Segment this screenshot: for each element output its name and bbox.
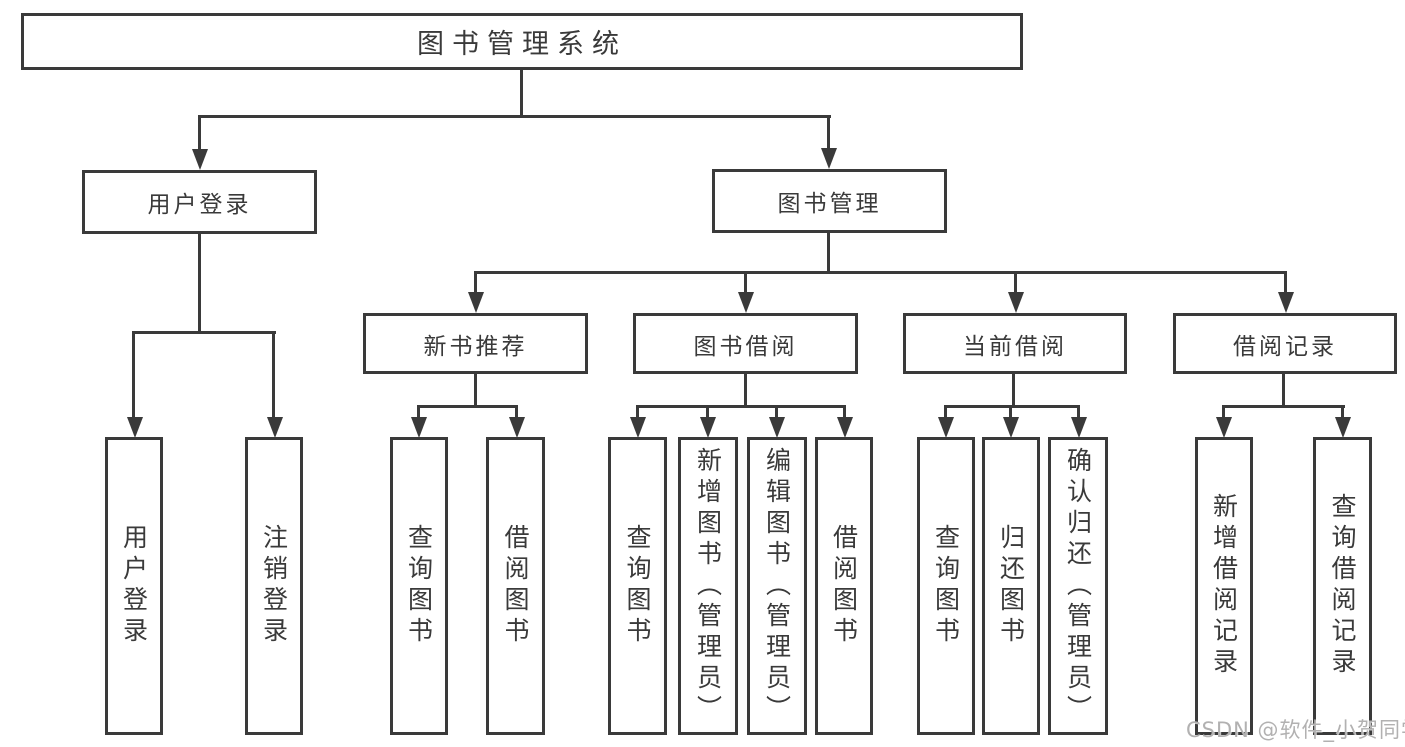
edge-user-login-bus: [132, 331, 276, 334]
node-label: 图书管理: [777, 191, 882, 217]
arrowhead-leaf: [630, 417, 646, 438]
arrowhead-leaf: [1071, 417, 1087, 438]
arrowhead-leaf: [1003, 417, 1019, 438]
edge-stem-leaf: [1222, 405, 1225, 420]
leaf-confirm-return-admin: 确认归还（管理员）: [1048, 437, 1108, 735]
edge-newbook-stem: [474, 374, 477, 408]
edge-stem-leaf-user-login: [132, 331, 135, 419]
leaf-borrow-books: 借阅图书: [815, 437, 873, 735]
node-label: 新书推荐: [423, 333, 528, 360]
leaf-label: 新增图书（管理员）: [693, 446, 723, 726]
leaf-return-books: 归还图书: [982, 437, 1040, 735]
leaf-label: 用户登录: [119, 524, 149, 648]
arrowhead-current-borrow: [1008, 292, 1024, 313]
leaf-user-login: 用户登录: [105, 437, 163, 735]
edge-newbook-bus: [417, 405, 518, 408]
arrowhead-leaf: [700, 417, 716, 438]
arrowhead-borrow-records: [1278, 292, 1294, 313]
edge-book-management-stem: [827, 233, 830, 274]
leaf-label: 查询借阅记录: [1328, 493, 1357, 679]
edge-stem-current-borrow: [1014, 271, 1017, 296]
edge-stem-user-login: [198, 115, 201, 151]
csdn-watermark: CSDN @软件_小贺同学: [1186, 718, 1405, 742]
arrowhead-leaf-logout: [267, 417, 283, 438]
node-borrowing-records: 借阅记录: [1173, 313, 1397, 374]
arrowhead-leaf: [938, 417, 954, 438]
edge-stem-leaf: [1341, 405, 1344, 420]
edge-stem-leaf: [515, 405, 518, 420]
arrowhead-leaf: [837, 417, 853, 438]
edge-stem-leaf: [417, 405, 420, 420]
leaf-label: 借阅图书: [829, 524, 859, 648]
leaf-query-borrow-record: 查询借阅记录: [1313, 437, 1372, 735]
leaf-label: 查询图书: [931, 524, 961, 648]
leaf-label: 借阅图书: [501, 524, 530, 648]
leaf-add-books-admin: 新增图书（管理员）: [678, 437, 738, 735]
node-label: 当前借阅: [963, 333, 1067, 360]
edge-bookborrow-bus: [636, 405, 846, 408]
leaf-label: 查询图书: [623, 524, 652, 648]
edge-stem-leaf: [944, 405, 947, 420]
edge-bookborrow-stem: [744, 374, 747, 408]
edge-stem-leaf: [1009, 405, 1012, 420]
leaf-label: 编辑图书（管理员）: [762, 446, 792, 726]
arrowhead-leaf-user-login: [127, 417, 143, 438]
leaf-logout: 注销登录: [245, 437, 303, 735]
edge-stem-new-book: [474, 271, 477, 296]
edge-currentborrow-stem: [1012, 374, 1015, 408]
leaf-query-books-borrow: 查询图书: [608, 437, 667, 735]
leaf-label: 查询图书: [404, 524, 434, 648]
arrowhead-book-borrow: [738, 292, 754, 313]
node-book-borrowing: 图书借阅: [633, 313, 858, 374]
leaf-query-books-recommend: 查询图书: [390, 437, 448, 735]
edge-level3-bus: [474, 271, 1287, 274]
arrowhead-book-management: [821, 148, 837, 169]
node-label: 借阅记录: [1233, 333, 1337, 360]
leaf-borrow-books-recommend: 借阅图书: [486, 437, 545, 735]
edge-stem-leaf: [843, 405, 846, 420]
leaf-edit-books-admin: 编辑图书（管理员）: [747, 437, 807, 735]
edge-stem-leaf-logout: [272, 331, 275, 419]
node-current-borrowing: 当前借阅: [903, 313, 1127, 374]
edge-level2-bus: [198, 115, 831, 118]
edge-root-stem: [520, 69, 523, 118]
leaf-label: 注销登录: [259, 524, 289, 648]
edge-stem-leaf: [1077, 405, 1080, 420]
node-library-management-system: 图书管理系统: [21, 13, 1023, 70]
arrowhead-leaf: [509, 417, 525, 438]
edge-borrowrecords-bus: [1222, 405, 1345, 408]
edge-borrowrecords-stem: [1282, 374, 1285, 408]
arrowhead-leaf: [411, 417, 427, 438]
node-book-management: 图书管理: [712, 169, 947, 233]
leaf-query-books-current: 查询图书: [917, 437, 975, 735]
node-label: 图书管理系统: [417, 29, 627, 60]
arrowhead-leaf: [1335, 417, 1351, 438]
edge-stem-leaf: [706, 405, 709, 420]
edge-stem-book-management: [827, 115, 830, 149]
edge-user-login-stem: [198, 234, 201, 334]
leaf-add-borrow-record: 新增借阅记录: [1195, 437, 1253, 735]
leaf-label: 新增借阅记录: [1209, 493, 1239, 679]
node-user-login: 用户登录: [82, 170, 317, 234]
edge-stem-borrow-records: [1284, 271, 1287, 296]
arrowhead-new-book: [468, 292, 484, 313]
node-label: 用户登录: [147, 192, 252, 218]
edge-currentborrow-bus: [944, 405, 1080, 408]
leaf-label: 确认归还（管理员）: [1063, 446, 1093, 726]
edge-stem-leaf: [775, 405, 778, 420]
arrowhead-leaf: [769, 417, 785, 438]
arrowhead-leaf: [1216, 417, 1232, 438]
node-new-book-recommendation: 新书推荐: [363, 313, 588, 374]
leaf-label: 归还图书: [996, 524, 1026, 648]
node-label: 图书借阅: [693, 333, 798, 360]
arrowhead-user-login: [192, 149, 208, 170]
edge-stem-book-borrow: [744, 271, 747, 296]
edge-stem-leaf: [636, 405, 639, 420]
